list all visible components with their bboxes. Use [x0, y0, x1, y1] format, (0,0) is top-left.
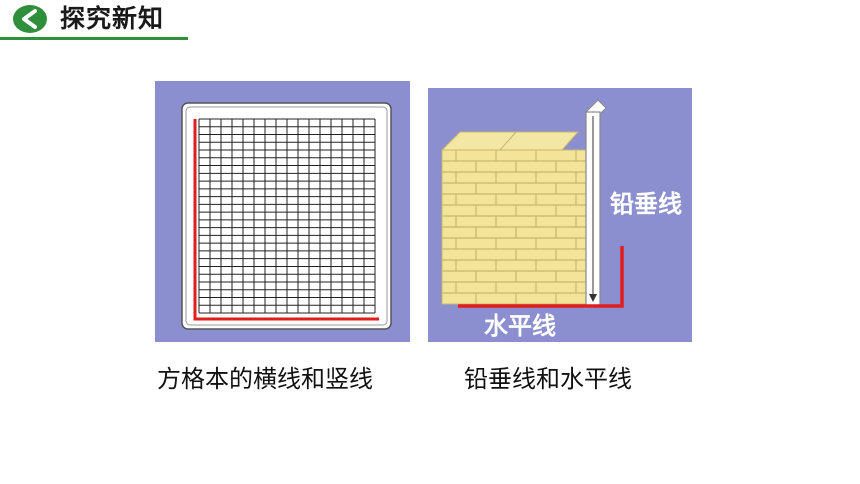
- header-underline: [0, 37, 188, 40]
- red-vertical-horizontal-lines: [458, 246, 624, 308]
- back-arrow-circle-icon[interactable]: [12, 4, 50, 34]
- red-corner-line: [193, 119, 379, 321]
- slide-header: 探究新知: [0, 0, 860, 44]
- plumb-line-figure: 铅垂线 水平线: [428, 88, 692, 342]
- label-vertical: 铅垂线: [610, 190, 682, 218]
- grid-notebook-illustration: [181, 102, 392, 330]
- caption-grid-notebook: 方格本的横线和竖线: [157, 365, 373, 393]
- section-title: 探究新知: [60, 4, 165, 33]
- brick-wall-illustration: 铅垂线 水平线: [440, 99, 682, 340]
- label-horizontal: 水平线: [484, 312, 556, 340]
- brick-pattern: [442, 150, 586, 304]
- notebook-grid: [198, 118, 376, 314]
- plumb-bob-icon: [589, 294, 597, 302]
- grid-notebook-figure: [155, 81, 410, 342]
- caption-plumb-line: 铅垂线和水平线: [464, 365, 632, 393]
